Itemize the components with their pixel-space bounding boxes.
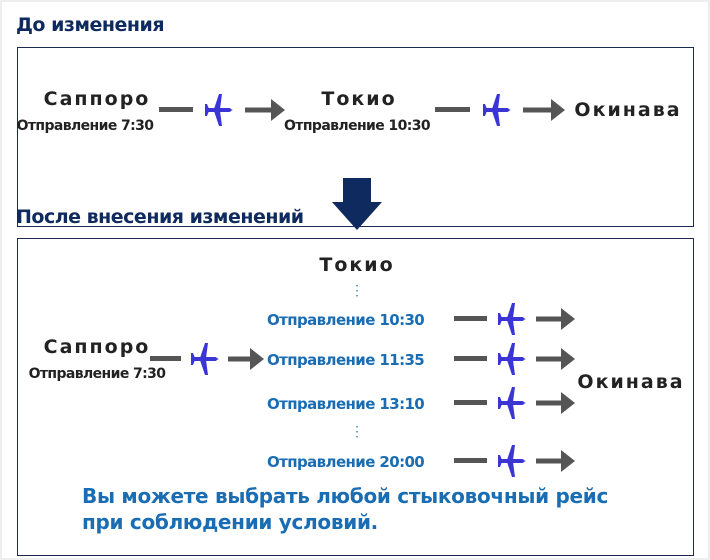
arrow-right-icon [536, 392, 575, 414]
flight-segment [150, 339, 264, 379]
airplane-icon [482, 94, 510, 126]
airplane-icon [497, 387, 525, 419]
dash-line [454, 400, 487, 405]
arrow-right-icon [523, 99, 565, 121]
after-destination-city: Окинава [577, 371, 685, 393]
flight-segment [454, 441, 575, 481]
dash-line [454, 356, 487, 361]
after-origin-city: Саппоро [43, 336, 151, 358]
departure-option: Отправление 20:00 [267, 453, 425, 471]
departure-option: Отправление 10:30 [267, 311, 425, 329]
dash-line [454, 316, 487, 321]
ellipsis-icon: ··· [355, 420, 359, 444]
after-heading: После внесения изменений [16, 206, 304, 228]
before-origin-city: Саппоро [43, 88, 151, 110]
dash-line [454, 458, 487, 463]
after-box [17, 238, 694, 556]
note-line-1: Вы можете выбрать любой стыковочный рейс [82, 484, 609, 508]
flight-segment [435, 90, 565, 130]
flight-segment [454, 339, 575, 379]
airplane-icon [190, 343, 218, 375]
arrow-right-icon [536, 348, 575, 370]
before-transfer-city: Токио [321, 88, 397, 110]
before-transfer-time: Отправление 10:30 [284, 118, 431, 134]
ellipsis-icon: ··· [355, 279, 359, 303]
airplane-icon [497, 343, 525, 375]
flight-segment [159, 90, 285, 130]
dash-line [150, 356, 181, 361]
before-destination-city: Окинава [574, 99, 682, 121]
before-heading: До изменения [16, 14, 165, 36]
before-origin-time: Отправление 7:30 [16, 118, 154, 134]
airplane-icon [205, 94, 233, 126]
flight-segment [454, 383, 575, 423]
arrow-right-icon [228, 348, 264, 370]
arrow-right-icon [536, 308, 575, 330]
note-line-2: при соблюдении условий. [82, 510, 378, 534]
arrow-right-icon [536, 450, 575, 472]
airplane-icon [497, 445, 525, 477]
departure-option: Отправление 13:10 [267, 395, 425, 413]
flight-segment [454, 299, 575, 339]
after-transfer-city: Токио [319, 254, 395, 276]
arrow-right-icon [245, 99, 285, 121]
down-arrow-icon [332, 178, 382, 230]
after-origin-time: Отправление 7:30 [28, 366, 166, 382]
airplane-icon [497, 303, 525, 335]
dash-line [159, 107, 193, 112]
departure-option: Отправление 11:35 [267, 351, 425, 369]
dash-line [435, 107, 470, 112]
